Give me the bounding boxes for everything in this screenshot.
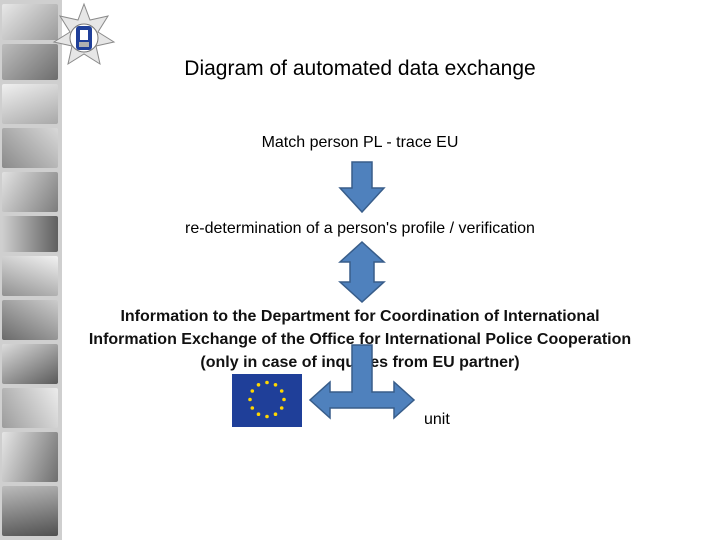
photo-thumbnail bbox=[2, 84, 58, 124]
photo-thumbnail bbox=[2, 486, 58, 536]
photo-thumbnail bbox=[2, 172, 58, 212]
step-match: Match person PL - trace EU bbox=[261, 134, 459, 151]
branch-arrow-icon bbox=[308, 344, 416, 420]
down-arrow-icon bbox=[338, 161, 386, 214]
photo-thumbnail bbox=[2, 4, 58, 40]
photo-thumbnail bbox=[2, 344, 58, 384]
double-arrow-icon bbox=[338, 240, 386, 304]
photo-thumbnail bbox=[2, 128, 58, 168]
eu-flag-icon bbox=[232, 374, 302, 427]
photo-thumbnail bbox=[2, 388, 58, 428]
police-star-emblem-icon bbox=[52, 2, 116, 66]
diagram-title: Diagram of automated data exchange bbox=[184, 57, 536, 80]
step-verification: re-determination of a person's profile /… bbox=[185, 220, 535, 237]
decorative-photo-strip bbox=[0, 0, 62, 540]
photo-thumbnail bbox=[2, 44, 58, 80]
step-information: Information to the Department for Coordi… bbox=[40, 305, 680, 374]
step-information-line-1: Information to the Department for Coordi… bbox=[120, 308, 600, 325]
step-information-line-2: Information Exchange of the Office for I… bbox=[88, 331, 632, 348]
photo-thumbnail bbox=[2, 432, 58, 482]
unit-label: unit bbox=[424, 411, 450, 428]
photo-thumbnail bbox=[2, 216, 58, 252]
photo-thumbnail bbox=[2, 300, 58, 340]
photo-thumbnail bbox=[2, 256, 58, 296]
